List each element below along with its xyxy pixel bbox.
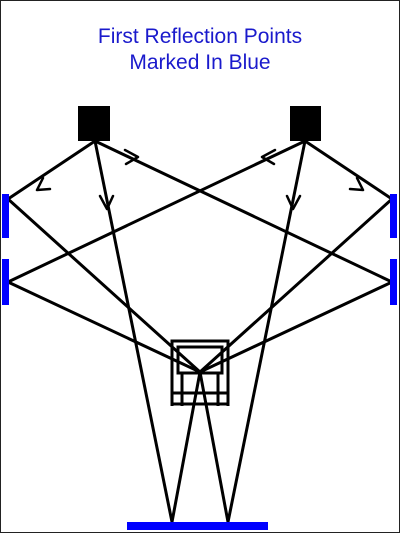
arrow-icon [123, 148, 140, 166]
path-left-speaker-to-right-wall-rear [93, 139, 394, 284]
path-back-wall-right-to-listener [198, 370, 230, 524]
path-left-speaker-to-left-wall-front [6, 139, 97, 201]
left-speaker [78, 106, 110, 141]
reflection-markers [2, 194, 397, 530]
path-left-wall-rear-to-listener [6, 280, 202, 374]
reflection-paths [6, 139, 394, 524]
path-right-speaker-to-right-wall-front [303, 139, 394, 201]
path-left-wall-front-to-listener [6, 197, 202, 374]
reflection-marker-left-front [2, 194, 9, 238]
listening-chair [170, 339, 230, 406]
reflection-marker-right-rear [390, 259, 397, 305]
title-line-1: First Reflection Points [98, 25, 302, 48]
title-line-2: Marked In Blue [129, 51, 270, 74]
chair-seat [176, 345, 224, 375]
right-speaker [290, 106, 321, 141]
arrow-icon [98, 194, 115, 211]
arrow-icon [348, 176, 365, 192]
path-back-wall-left-to-listener [170, 370, 202, 524]
direction-arrows [35, 148, 365, 211]
reflection-marker-right-front [390, 194, 397, 238]
path-right-wall-rear-to-listener [198, 280, 394, 374]
reflection-marker-left-rear [2, 259, 9, 305]
path-right-speaker-to-left-wall-rear [6, 139, 307, 284]
arrow-icon [260, 148, 277, 166]
arrow-icon [35, 176, 52, 192]
reflection-marker-back-wall [127, 522, 268, 530]
arrow-icon [285, 194, 302, 211]
path-right-wall-front-to-listener [198, 197, 394, 374]
